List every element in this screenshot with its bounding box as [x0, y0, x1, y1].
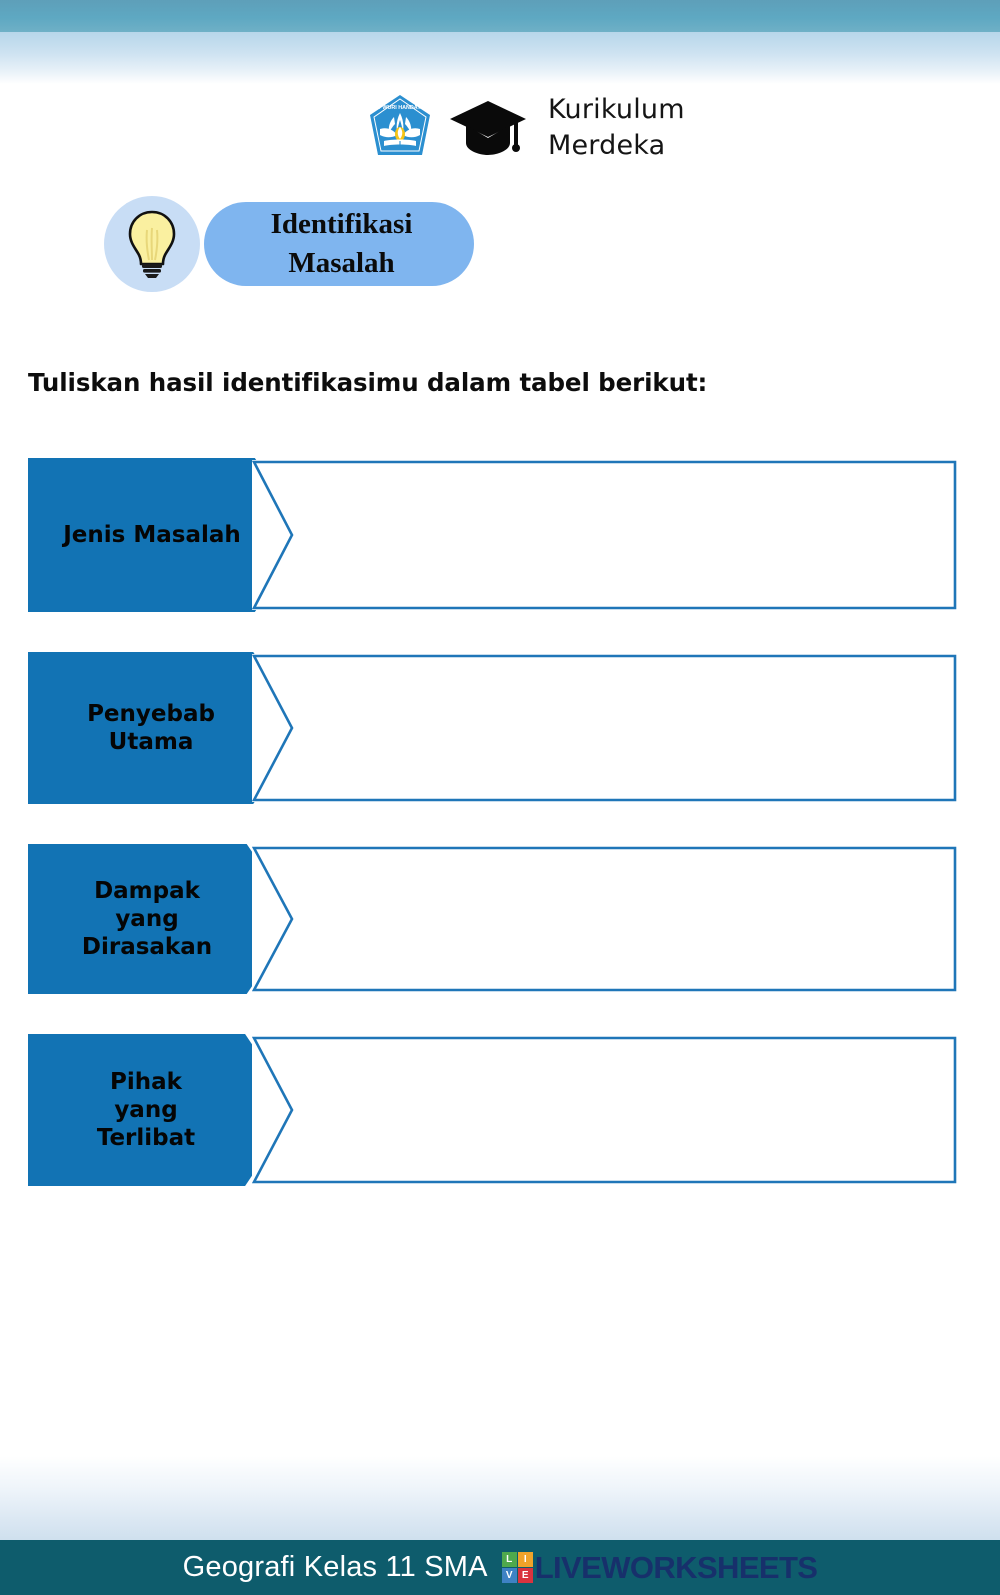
top-gradient-band — [0, 0, 1000, 32]
graduation-cap-icon — [450, 100, 526, 155]
liveworksheets-logo-grid: L I V E — [501, 1552, 533, 1583]
logo-letter-v: V — [501, 1568, 517, 1583]
logo-letter-e: E — [517, 1568, 533, 1583]
identification-table: Jenis Masalah Penyebab Utama Dampak yang… — [0, 458, 1000, 1226]
answer-box-penyebab-utama[interactable] — [252, 654, 957, 802]
answer-box-dampak-yang-dirasakan[interactable] — [252, 846, 957, 992]
identification-badge: Identifikasi Masalah — [104, 196, 474, 292]
curriculum-label: Kurikulum Merdeka — [548, 94, 685, 161]
table-row: Dampak yang Dirasakan — [0, 844, 1000, 994]
row-label-pihak-yang-terlibat: Pihak yang Terlibat — [28, 1034, 296, 1186]
instruction-text: Tuliskan hasil identifikasimu dalam tabe… — [28, 368, 708, 397]
svg-text:TUT WURI HANDAYANI: TUT WURI HANDAYANI — [370, 105, 430, 111]
top-gradient-fade — [0, 32, 1000, 84]
badge-icon-circle — [104, 196, 200, 292]
curriculum-header: TUT WURI HANDAYANI Kurikulum Merdeka — [366, 92, 685, 163]
footer-gradient-fade — [0, 1456, 1000, 1540]
liveworksheets-wordmark: LIVEWORKSHEETS — [534, 1549, 818, 1585]
logo-letter-i: I — [517, 1552, 533, 1567]
liveworksheets-logo: L I V E LIVEWORKSHEETS — [501, 1549, 818, 1586]
badge-pill-background — [204, 202, 474, 286]
footer-bar: Geografi Kelas 11 SMA L I V E LIVEWORKSH… — [0, 1540, 1000, 1595]
logo-letter-l: L — [501, 1552, 517, 1567]
table-row: Penyebab Utama — [0, 652, 1000, 804]
badge-title: Identifikasi Masalah — [270, 208, 413, 280]
table-row: Pihak yang Terlibat — [0, 1034, 1000, 1186]
answer-box-jenis-masalah[interactable] — [252, 460, 957, 610]
answer-box-pihak-yang-terlibat[interactable] — [252, 1036, 957, 1184]
footer-title: Geografi Kelas 11 SMA — [182, 1551, 488, 1583]
lightbulb-icon — [128, 210, 176, 278]
table-row: Jenis Masalah — [0, 458, 1000, 612]
tut-wuri-handayani-logo: TUT WURI HANDAYANI — [370, 94, 430, 155]
